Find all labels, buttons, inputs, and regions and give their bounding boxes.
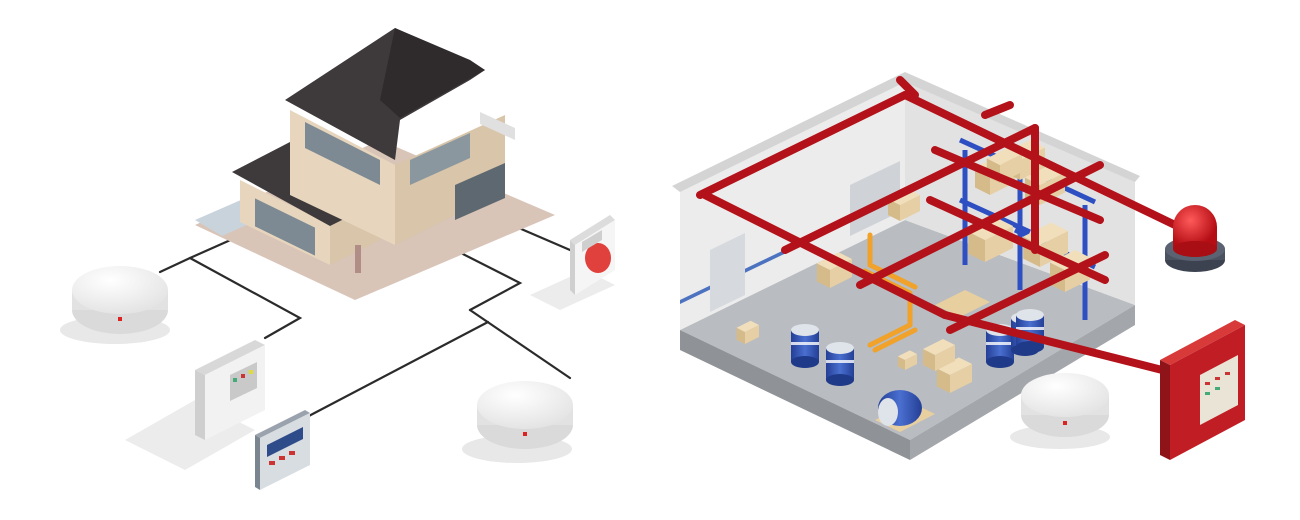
loading-door — [850, 161, 900, 236]
wire-house-right — [453, 248, 523, 312]
cardboard-box — [935, 345, 955, 371]
barrel — [826, 360, 854, 363]
cardboard-box — [936, 357, 972, 375]
cardboard-box — [936, 368, 950, 393]
control-keypad-icon — [255, 410, 310, 490]
wall-top-right — [905, 72, 1140, 182]
cardboard-box — [897, 356, 905, 370]
pipe-segment — [941, 311, 1174, 376]
pipe-segment — [981, 101, 1014, 119]
pipe-segment — [901, 91, 1179, 229]
pipe-segment — [781, 124, 1039, 254]
house-icon — [195, 28, 555, 300]
cardboard-box — [986, 147, 1022, 165]
barrel — [791, 324, 819, 336]
pipe-segment — [946, 251, 1109, 334]
cardboard-box — [905, 354, 917, 370]
cardboard-box — [897, 350, 917, 360]
warehouse-system — [672, 72, 1245, 460]
cardboard-box — [923, 339, 955, 355]
siren-icon — [530, 215, 615, 310]
sprinkler-pipes — [696, 76, 1179, 376]
smoke-detector-icon — [1010, 373, 1110, 449]
cardboard-box — [816, 263, 830, 288]
balcony — [480, 112, 515, 140]
house-main-roof-side — [380, 28, 485, 118]
barrel — [791, 342, 819, 345]
pipe-segment — [896, 76, 919, 99]
warehouse-floor-edge-right — [910, 305, 1135, 460]
residential-system — [60, 28, 615, 490]
wire-to-panel — [188, 256, 303, 340]
beacon-icon — [1165, 205, 1225, 272]
cardboard-box — [888, 199, 900, 221]
pipe-segment — [696, 91, 909, 199]
barrel — [826, 374, 854, 386]
warehouse-floor-edge-left — [680, 330, 910, 460]
cardboard-box — [900, 195, 920, 221]
barrel — [986, 356, 1014, 368]
fire-alarm-panel-icon — [125, 340, 265, 470]
cardboard-box — [968, 231, 985, 262]
barrel — [878, 398, 898, 426]
wire-to-right-detector — [468, 308, 572, 380]
mailbox — [355, 245, 361, 273]
pipe-segment — [931, 146, 1104, 224]
cardboard-box — [745, 325, 759, 344]
barrel — [1016, 327, 1044, 330]
cardboard-box — [950, 364, 972, 393]
cardboard-box — [888, 189, 920, 205]
garage-door — [455, 163, 505, 220]
wire-to-left-detector — [158, 236, 237, 274]
pipe-segment — [701, 191, 949, 319]
cardboard-box — [736, 327, 745, 344]
smoke-detector-icon — [60, 266, 170, 344]
pallet — [935, 290, 990, 317]
barrel — [1016, 309, 1044, 321]
smoke-detector-icon — [462, 381, 573, 463]
house-main-side — [395, 115, 505, 245]
barrel — [986, 342, 1014, 345]
cardboard-box — [923, 349, 935, 371]
window — [255, 198, 315, 256]
window-upper-side — [410, 133, 470, 185]
barrel — [826, 342, 854, 354]
barrel — [791, 356, 819, 368]
fire-alarm-panel-icon — [1160, 320, 1245, 460]
barrel — [1016, 341, 1044, 353]
window-upper-front — [305, 122, 380, 185]
wall-top-left — [672, 72, 905, 192]
loading-door-2 — [710, 233, 745, 312]
cardboard-box — [736, 320, 759, 332]
wire-to-keypad — [303, 320, 490, 420]
cardboard-box — [1040, 231, 1068, 267]
